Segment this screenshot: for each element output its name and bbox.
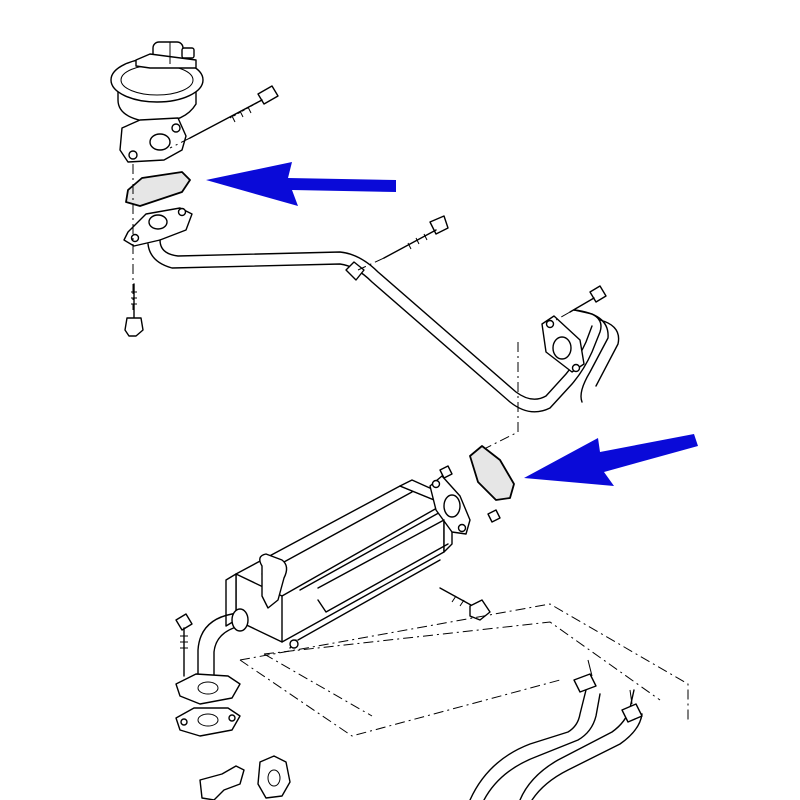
- egr-cooler: [225, 465, 501, 649]
- pipe-flange-top: [123, 207, 193, 247]
- bolt-upper: [189, 85, 279, 139]
- brackets: [199, 755, 291, 800]
- bolt-cooler: [439, 587, 491, 621]
- arrow-upper: [206, 162, 396, 206]
- egr-pipe: [147, 239, 620, 413]
- arrow-lower: [524, 434, 698, 486]
- coolant-hoses: [469, 659, 643, 800]
- bolt-left: [124, 283, 144, 337]
- gasket-elbow: [175, 707, 241, 737]
- bolt-right: [555, 285, 607, 321]
- egr-valve: [110, 41, 204, 163]
- gasket-upper: [125, 171, 191, 207]
- bolt-mid: [357, 215, 449, 271]
- bolt-elbow: [175, 613, 193, 677]
- gasket-lower: [469, 445, 515, 501]
- cooler-elbow: [175, 608, 249, 705]
